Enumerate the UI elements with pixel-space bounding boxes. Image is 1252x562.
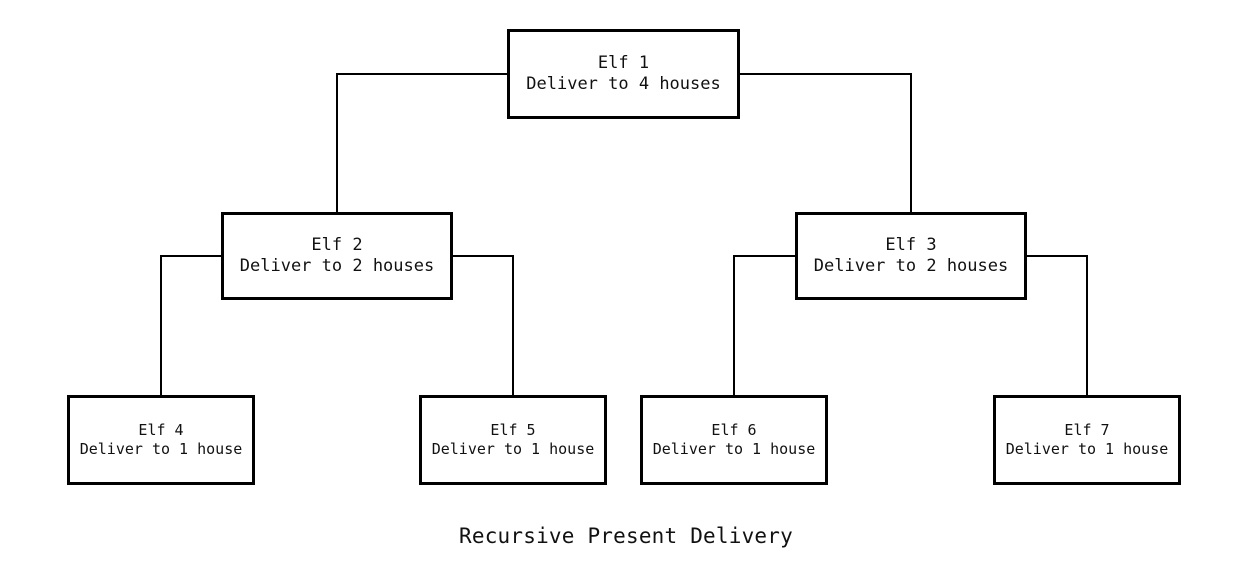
node-elf-4-task: Deliver to 1 house (79, 440, 243, 458)
node-elf-6-task: Deliver to 1 house (652, 440, 816, 458)
connector-elf3-elf7 (1027, 255, 1088, 395)
node-elf-2-name: Elf 2 (311, 234, 363, 255)
node-elf-6-name: Elf 6 (711, 421, 757, 440)
node-elf-7-name: Elf 7 (1064, 421, 1110, 440)
node-elf-4: Elf 4 Deliver to 1 house (67, 395, 255, 485)
node-elf-5: Elf 5 Deliver to 1 house (419, 395, 607, 485)
connector-elf2-elf4 (160, 255, 221, 395)
connector-elf2-elf5 (453, 255, 514, 395)
node-elf-2: Elf 2 Deliver to 2 houses (221, 212, 453, 300)
node-elf-2-task: Deliver to 2 houses (239, 256, 435, 276)
node-elf-4-name: Elf 4 (138, 421, 184, 440)
node-elf-3-task: Deliver to 2 houses (813, 256, 1009, 276)
connector-elf1-elf2 (336, 73, 507, 212)
node-elf-5-name: Elf 5 (490, 421, 536, 440)
node-elf-3-name: Elf 3 (885, 234, 937, 255)
node-elf-1-task: Deliver to 4 houses (526, 74, 721, 94)
diagram-caption: Recursive Present Delivery (459, 524, 793, 548)
node-elf-1: Elf 1 Deliver to 4 houses (507, 29, 740, 119)
connector-elf1-elf3 (740, 73, 912, 212)
node-elf-5-task: Deliver to 1 house (431, 440, 595, 458)
node-elf-3: Elf 3 Deliver to 2 houses (795, 212, 1027, 300)
node-elf-6: Elf 6 Deliver to 1 house (640, 395, 828, 485)
node-elf-7-task: Deliver to 1 house (1005, 440, 1169, 458)
connector-elf3-elf6 (733, 255, 795, 395)
node-elf-1-name: Elf 1 (597, 52, 650, 73)
node-elf-7: Elf 7 Deliver to 1 house (993, 395, 1181, 485)
